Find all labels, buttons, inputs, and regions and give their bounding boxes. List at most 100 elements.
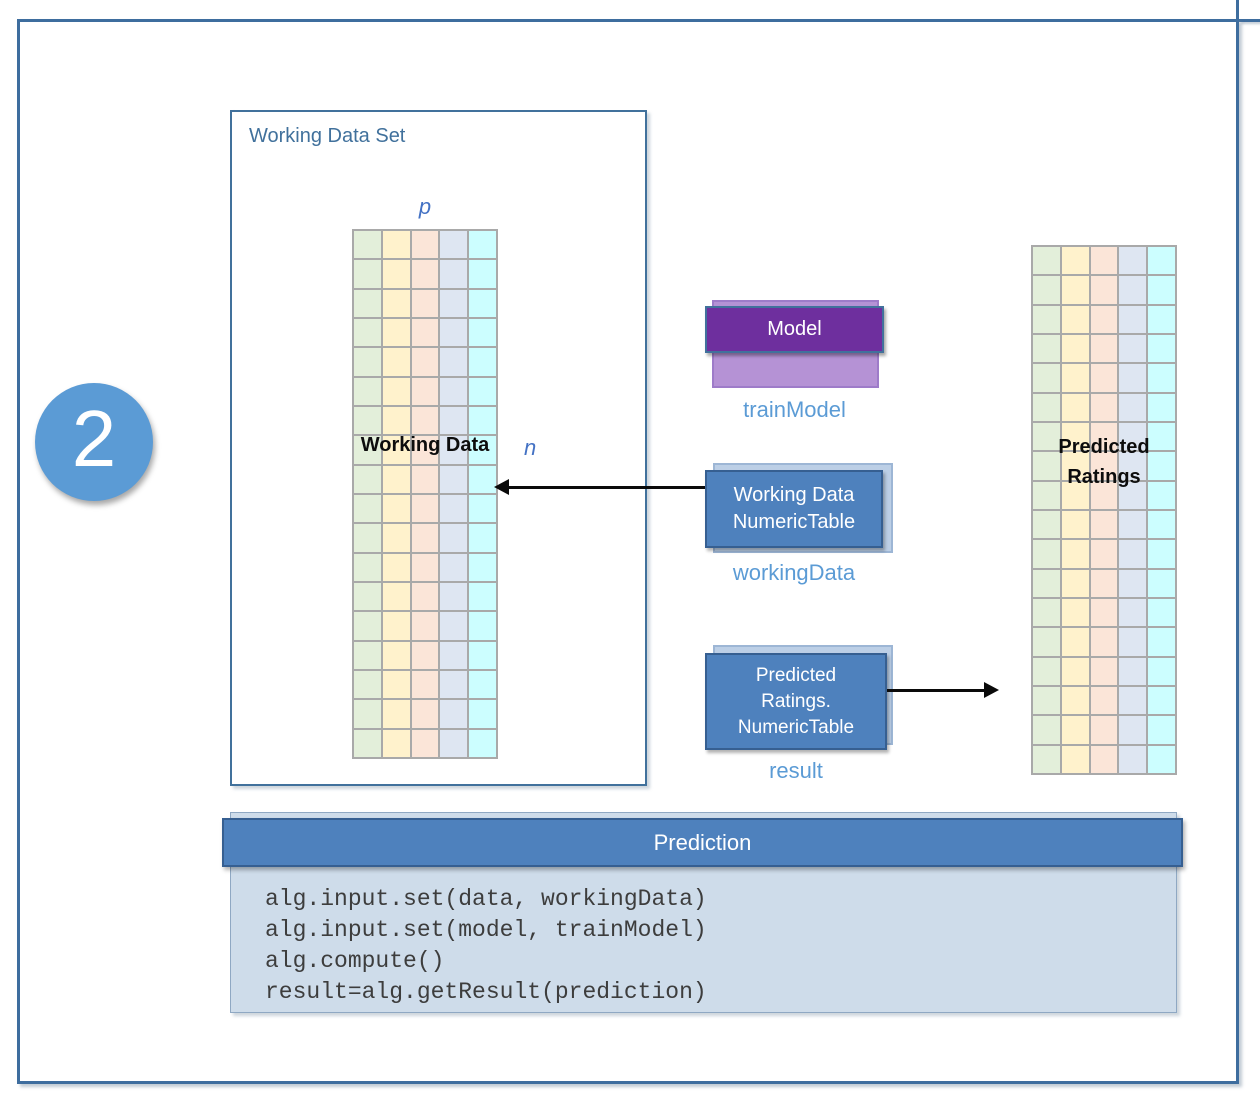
- grid-cell: [1090, 481, 1118, 509]
- grid-cell: [1090, 305, 1118, 333]
- grid-cell: [1090, 247, 1118, 275]
- grid-cell: [440, 553, 468, 581]
- grid-cell: [1061, 599, 1089, 627]
- grid-cell: [469, 671, 496, 699]
- grid-cell: [1148, 511, 1175, 539]
- working-data-grid: [352, 229, 498, 759]
- step-badge: 2: [35, 383, 153, 501]
- grid-cell: [440, 700, 468, 728]
- grid-cell: [411, 231, 439, 259]
- grid-cell: [354, 729, 381, 757]
- working-data-numerictable-line2: NumericTable: [732, 511, 856, 533]
- grid-cell: [440, 671, 468, 699]
- result-numerictable-line1: Predicted: [755, 664, 837, 686]
- grid-cell: [1061, 393, 1089, 421]
- grid-cell: [1090, 364, 1118, 392]
- grid-cell: [440, 319, 468, 347]
- grid-cell: [1033, 247, 1060, 275]
- grid-cell: [411, 641, 439, 669]
- grid-cell: [1033, 599, 1060, 627]
- grid-cell: [1148, 481, 1175, 509]
- result-label: result: [769, 758, 823, 783]
- grid-cell: [1119, 569, 1147, 597]
- grid-cell: [469, 289, 496, 317]
- grid-cell: [1119, 335, 1147, 363]
- grid-cell: [1119, 364, 1147, 392]
- code-line: alg.input.set(data, workingData): [265, 886, 707, 912]
- grid-cell: [354, 641, 381, 669]
- grid-cell: [382, 289, 410, 317]
- trainmodel-label: trainModel: [743, 397, 846, 422]
- grid-cell: [469, 641, 496, 669]
- grid-cell: [354, 436, 381, 464]
- grid-cell: [1033, 540, 1060, 568]
- prediction-header-bar: Prediction: [222, 818, 1183, 867]
- grid-cell: [1061, 657, 1089, 685]
- grid-cell: [1090, 276, 1118, 304]
- grid-cell: [1148, 276, 1175, 304]
- grid-cell: [1119, 393, 1147, 421]
- working-data-numerictable-box: Working Data NumericTable: [705, 470, 883, 548]
- grid-cell: [1148, 452, 1175, 480]
- grid-cell: [1033, 452, 1060, 480]
- grid-cell: [440, 260, 468, 288]
- grid-cell: [354, 289, 381, 317]
- prediction-header-label: Prediction: [653, 829, 752, 855]
- grid-cell: [1119, 423, 1147, 451]
- grid-cell: [469, 583, 496, 611]
- predicted-ratings-line1: Predicted: [1058, 436, 1150, 458]
- grid-cell: [1148, 393, 1175, 421]
- grid-cell: [1061, 335, 1089, 363]
- grid-cell: [440, 377, 468, 405]
- grid-cell: [411, 348, 439, 376]
- grid-cell: [440, 641, 468, 669]
- n-dimension-label: n: [524, 435, 537, 460]
- grid-cell: [1061, 247, 1089, 275]
- grid-cell: [354, 700, 381, 728]
- grid-cell: [1119, 687, 1147, 715]
- grid-cell: [469, 524, 496, 552]
- result-numerictable-line3: NumericTable: [737, 716, 855, 738]
- grid-cell: [469, 700, 496, 728]
- grid-cell: [411, 700, 439, 728]
- grid-cell: [1061, 687, 1089, 715]
- grid-cell: [382, 671, 410, 699]
- grid-cell: [1061, 305, 1089, 333]
- grid-cell: [440, 524, 468, 552]
- predicted-ratings-grid-label: Predicted Ratings: [1031, 432, 1177, 492]
- grid-cell: [469, 319, 496, 347]
- grid-cell: [1148, 247, 1175, 275]
- predicted-ratings-line2: Ratings: [1067, 466, 1141, 488]
- grid-cell: [1090, 716, 1118, 744]
- grid-cell: [1061, 481, 1089, 509]
- grid-cell: [382, 641, 410, 669]
- grid-cell: [354, 377, 381, 405]
- grid-cell: [411, 465, 439, 493]
- grid-cell: [1061, 745, 1089, 773]
- grid-cell: [1090, 569, 1118, 597]
- grid-cell: [1119, 481, 1147, 509]
- grid-cell: [411, 407, 439, 435]
- grid-cell: [382, 583, 410, 611]
- grid-cell: [469, 612, 496, 640]
- grid-cell: [440, 583, 468, 611]
- arrow-to-working-data-line: [506, 486, 706, 489]
- grid-cell: [1119, 247, 1147, 275]
- grid-cell: [382, 377, 410, 405]
- grid-cell: [1090, 393, 1118, 421]
- grid-cell: [469, 348, 496, 376]
- grid-cell: [382, 612, 410, 640]
- arrow-to-predicted-ratings-head-icon: [984, 682, 999, 698]
- grid-cell: [411, 524, 439, 552]
- predicted-ratings-grid: [1031, 245, 1177, 775]
- grid-cell: [1033, 481, 1060, 509]
- grid-cell: [1119, 599, 1147, 627]
- grid-cell: [354, 465, 381, 493]
- grid-cell: [440, 465, 468, 493]
- grid-cell: [1148, 745, 1175, 773]
- grid-cell: [354, 231, 381, 259]
- grid-cell: [1148, 628, 1175, 656]
- grid-cell: [411, 436, 439, 464]
- grid-cell: [382, 407, 410, 435]
- grid-cell: [382, 319, 410, 347]
